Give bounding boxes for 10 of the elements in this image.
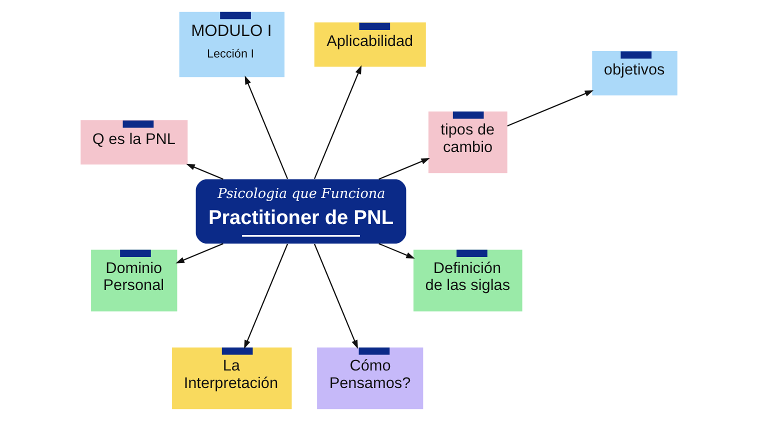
arrow <box>378 243 415 259</box>
arrow <box>244 244 288 349</box>
arrow <box>244 76 288 180</box>
arrow <box>186 164 224 180</box>
arrow <box>507 90 594 126</box>
arrow <box>378 158 430 180</box>
arrow <box>314 65 362 180</box>
arrow <box>176 243 224 264</box>
arrow <box>314 244 358 349</box>
node-box: Psicologia que Funciona Practitioner de PNL <box>196 179 406 244</box>
